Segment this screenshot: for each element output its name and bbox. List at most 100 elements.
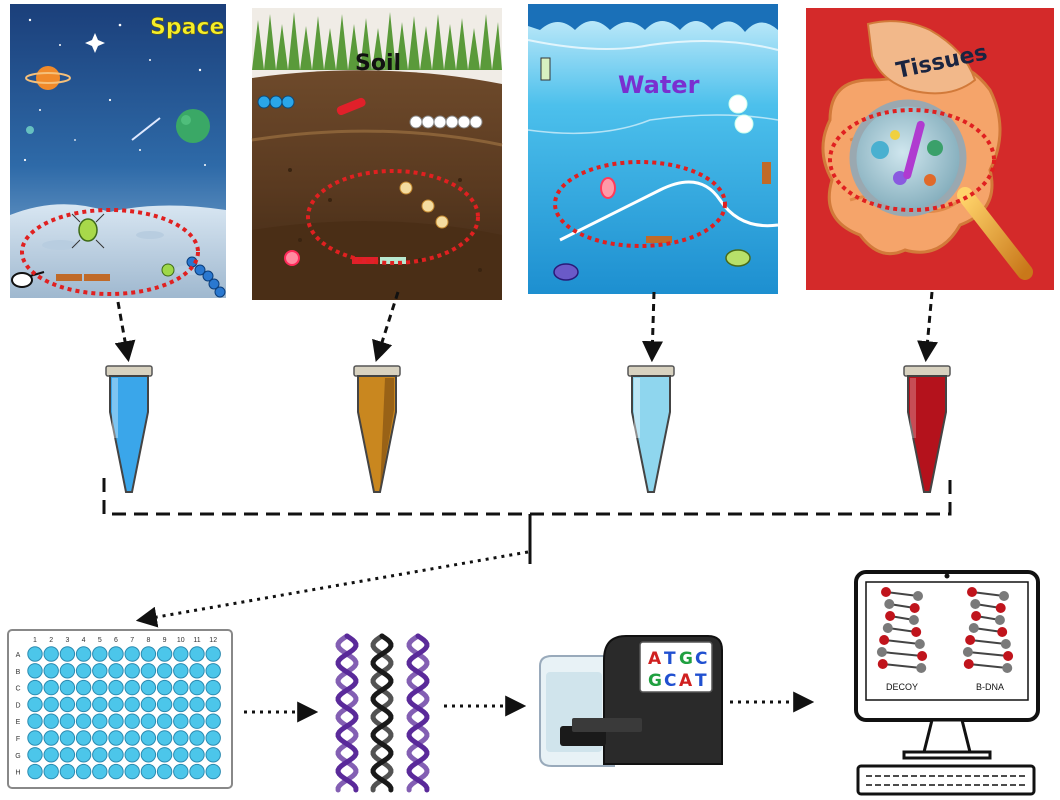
plate-well xyxy=(173,663,189,679)
ringed-planet-icon xyxy=(25,66,71,90)
plate-well xyxy=(92,696,108,713)
sequencer-machine: A T G C G C A T xyxy=(539,635,723,767)
atom-sphere xyxy=(916,663,927,673)
plate-well xyxy=(156,663,173,679)
sample-bar xyxy=(84,274,110,281)
plate-well xyxy=(43,730,59,746)
panel-to-tube-arrows xyxy=(114,291,938,363)
plate-well xyxy=(173,646,189,662)
plate-well xyxy=(27,730,43,746)
green-microbe-icon xyxy=(725,249,751,267)
plate-column-label: 6 xyxy=(114,637,118,644)
spiky-microbe-icon xyxy=(553,263,579,281)
plate-wells xyxy=(27,646,221,780)
arrow-to-plate xyxy=(135,550,529,628)
atom-sphere xyxy=(917,651,928,661)
plate-well xyxy=(140,646,157,662)
grass xyxy=(252,12,502,70)
atom-sphere xyxy=(970,599,981,609)
arrow-tissues-to-tube xyxy=(917,291,938,363)
dna-helix xyxy=(335,633,359,793)
sampling-zone-ring xyxy=(553,160,727,248)
plate-well xyxy=(205,663,221,679)
plate-well xyxy=(173,679,189,696)
plate-well xyxy=(189,747,205,763)
comet-icon xyxy=(131,117,161,141)
plate-column-label: 4 xyxy=(82,637,86,644)
plate-well xyxy=(205,696,221,713)
plate-well xyxy=(92,730,108,746)
plate-column-label: 1 xyxy=(33,637,37,644)
plate-well xyxy=(27,663,43,679)
tube-soil xyxy=(353,365,401,493)
plate-well xyxy=(189,663,205,679)
plate-well xyxy=(173,763,189,780)
plate-well xyxy=(59,730,76,746)
plate-well xyxy=(156,713,173,729)
tube-tissues xyxy=(903,365,951,493)
atom-sphere xyxy=(877,659,888,669)
plate-well xyxy=(92,679,108,696)
white-cocci-chain-icon xyxy=(409,115,483,129)
stars xyxy=(23,18,206,166)
plate-well xyxy=(92,747,108,763)
atom-sphere xyxy=(962,647,973,657)
moon-surface xyxy=(10,204,226,298)
seq-base: T xyxy=(695,671,707,691)
sample-bar xyxy=(540,57,551,81)
plate-column-label: 5 xyxy=(98,637,102,644)
plate-well xyxy=(156,646,173,662)
computer-monitor: DECOY B-DNA xyxy=(854,570,1040,796)
plate-column-label: 3 xyxy=(65,637,69,644)
plate-well xyxy=(140,763,157,780)
plate-column-label: 7 xyxy=(130,637,134,644)
plate-well xyxy=(140,747,157,763)
plate-well xyxy=(173,747,189,763)
tissues-panel: Tissues xyxy=(806,8,1054,290)
seq-base: G xyxy=(648,671,662,691)
sample-tubes xyxy=(105,365,951,493)
flagellated-bacteria-icon xyxy=(399,181,449,229)
atom-sphere xyxy=(1002,663,1013,673)
plate-row-label: A xyxy=(16,652,21,659)
plate-well xyxy=(173,713,189,729)
plate-well xyxy=(43,713,59,729)
plate-well xyxy=(75,747,92,763)
plate-well xyxy=(43,747,59,763)
plate-row-label: C xyxy=(15,686,20,693)
plate-well xyxy=(124,747,140,763)
atom-sphere xyxy=(914,639,925,649)
seq-base: A xyxy=(648,649,662,669)
plate-well xyxy=(205,679,221,696)
plate-well xyxy=(108,696,124,713)
plate-column-label: 10 xyxy=(177,637,185,644)
atom-sphere xyxy=(999,591,1009,601)
microbe-community xyxy=(871,120,943,186)
plate-well xyxy=(205,730,221,746)
plate-well xyxy=(43,663,59,679)
water-panel: Water xyxy=(527,4,779,294)
sequencer-screen xyxy=(639,641,713,693)
plate-column-label: 8 xyxy=(146,637,150,644)
sample-bar xyxy=(380,257,406,264)
plate-well xyxy=(27,713,43,729)
plate-well xyxy=(124,646,140,662)
plate-well xyxy=(189,679,205,696)
water-label: Water xyxy=(618,71,700,99)
plate-well xyxy=(189,763,205,780)
seq-base: C xyxy=(695,649,707,669)
sequence-line-1: A T G C xyxy=(648,649,707,669)
plate-column-label: 11 xyxy=(193,637,200,644)
sampling-zone-ring xyxy=(828,108,996,212)
plate-well xyxy=(92,713,108,729)
magnifier-icon xyxy=(849,99,1033,280)
atom-sphere xyxy=(909,603,920,613)
plate-well xyxy=(124,763,140,780)
space-label: Space xyxy=(150,15,224,40)
atom-sphere xyxy=(994,615,1005,625)
atom-sphere xyxy=(997,627,1008,637)
b-dna-model xyxy=(962,587,1014,673)
